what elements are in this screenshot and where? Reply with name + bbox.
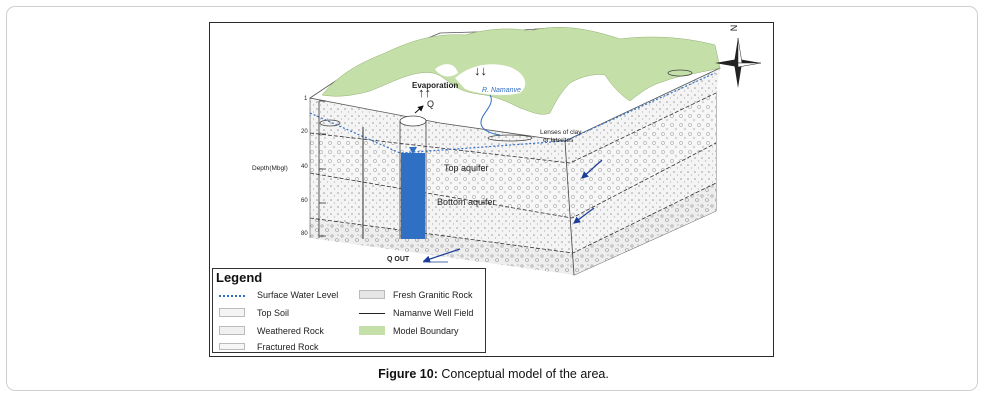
surface-water-level-line: [309, 72, 716, 154]
legend-label: Model Boundary: [393, 326, 459, 336]
green-fill-swatch-icon: [359, 326, 385, 335]
flow-arrow: [573, 207, 595, 224]
flow-arrow: [581, 159, 603, 179]
q-out-label: Q OUT: [387, 256, 410, 263]
legend-title: Legend: [216, 270, 263, 285]
block-diagram: [308, 27, 762, 276]
river-label: R. Namanve: [482, 87, 521, 94]
caption-text: Conceptual model of the area.: [437, 367, 609, 381]
legend-label: Namanve Well Field: [393, 308, 474, 318]
legend-label: Fresh Granitic Rock: [393, 290, 473, 300]
evaporation-label: Evaporation: [412, 81, 459, 90]
depth-tick-label: 80: [301, 231, 308, 237]
bottom-aquifer-label: Bottom aquifer: [437, 197, 496, 207]
legend-label: Surface Water Level: [257, 290, 339, 300]
flow-arrow: [422, 248, 461, 263]
granitic-swatch-icon: [359, 290, 385, 299]
weathered-swatch-icon: [219, 326, 245, 335]
black-line-icon: [359, 313, 385, 314]
north-arrow-icon: [715, 37, 762, 88]
down-arrows-label: ↓↓: [474, 63, 487, 78]
caption-prefix: Figure 10:: [378, 367, 438, 381]
well-water-column: [401, 153, 425, 239]
q-inflow-label: Q: [427, 99, 435, 109]
figure-caption: Figure 10: Conceptual model of the area.: [0, 367, 987, 381]
dotted-line-icon: [219, 295, 245, 297]
river-namanve: [480, 94, 501, 136]
up-arrows-label: ↑↑: [418, 85, 431, 100]
legend-label: Fractured Rock: [257, 342, 319, 352]
lenses-label-1: Lenses of clay: [540, 129, 582, 136]
depth-tick-label: 40: [301, 164, 308, 170]
depth-tick-label: 1: [304, 96, 308, 102]
depth-tick-label: 60: [301, 198, 308, 204]
top-soil-layer: [310, 68, 720, 163]
legend-box: Legend Surface Water Level Fresh Graniti…: [212, 268, 486, 353]
compass-north-label: N: [728, 24, 739, 32]
legend-label: Weathered Rock: [257, 326, 324, 336]
legend-label: Top Soil: [257, 308, 290, 318]
depth-axis-label: Depth(Mbgl): [252, 165, 288, 172]
top-soil-swatch-icon: [219, 308, 245, 317]
top-aquifer-label: Top aquifer: [444, 163, 489, 173]
lenses-label-2: or laterites: [543, 137, 574, 144]
model-boundary-area: [321, 27, 721, 115]
granitic-rock-layer: [310, 183, 716, 275]
depth-tick-label: 20: [301, 129, 308, 135]
fractured-swatch-icon: [219, 343, 245, 350]
